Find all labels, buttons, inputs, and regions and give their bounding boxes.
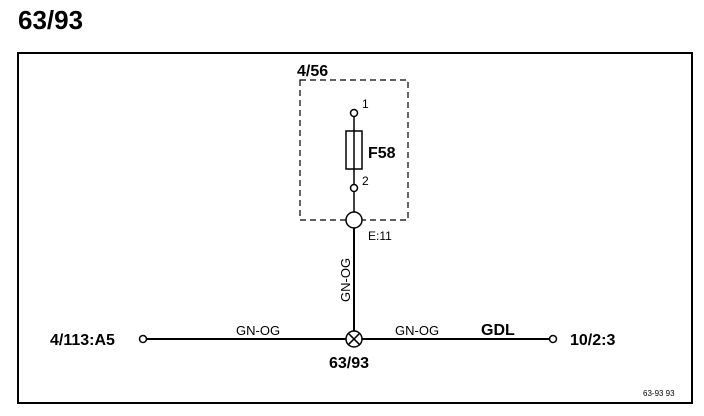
splice-label: 63/93 <box>329 355 369 372</box>
fuse-pin-2 <box>349 183 359 193</box>
page-title: 63/93 <box>18 5 84 35</box>
reference-code: 63-93 93 <box>643 389 675 398</box>
fuse-pin-1-label: 1 <box>362 97 369 111</box>
wire-left-color: GN-OG <box>236 323 280 338</box>
connector-e11 <box>345 211 363 229</box>
wire-right-color: GN-OG <box>395 323 439 338</box>
splice-cross-b <box>347 332 361 346</box>
fuse-pin-1 <box>349 108 359 118</box>
connector-label: E:11 <box>368 229 392 243</box>
wire-vertical-color: GN-OG <box>338 258 353 302</box>
wire-right-id: GDL <box>481 322 515 339</box>
terminal-left <box>138 334 148 344</box>
component-box-label: 4/56 <box>297 63 328 80</box>
diagram-frame <box>17 52 693 404</box>
fuse-pin-2-label: 2 <box>362 174 369 188</box>
terminal-right-label: 10/2:3 <box>570 332 615 349</box>
terminal-left-label: 4/113:A5 <box>50 332 115 349</box>
fuse-label: F58 <box>368 145 396 162</box>
terminal-right <box>548 334 558 344</box>
